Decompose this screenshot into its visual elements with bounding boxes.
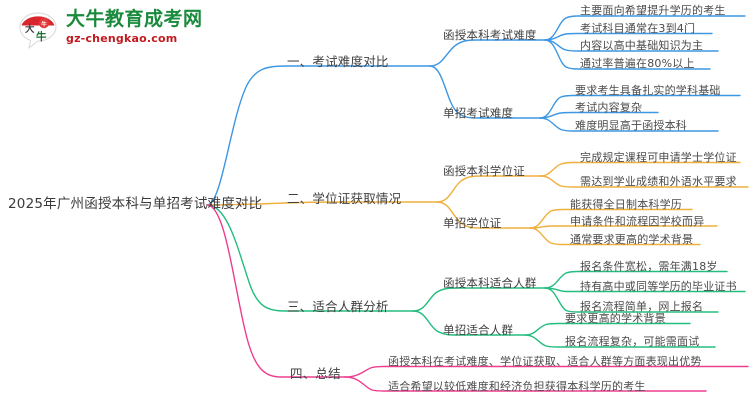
wire-root-to-branch3 (206, 204, 414, 312)
leaf-node[interactable]: 适合希望以较低难度和经济负担获得本科学历的考生 (388, 380, 646, 393)
leaf-node[interactable]: 报名流程简单，网上报名 (580, 300, 704, 313)
wire-root-to-branch1 (206, 65, 431, 206)
logo-mark-icon: 大 牛 牛 (19, 12, 57, 50)
wire-branch3-to-sub1 (412, 287, 546, 312)
branch-4-label[interactable]: 四、总结 (290, 366, 341, 381)
branch-3-sub-1-label[interactable]: 函授本科适合人群 (443, 276, 537, 290)
leaf-node[interactable]: 能获得全日制本科学历 (570, 198, 682, 211)
leaf-node[interactable]: 要求更高的学术背景 (565, 312, 666, 325)
branch-1-sub-2-label[interactable]: 单招考试难度 (443, 106, 514, 120)
branch-2-sub-2-label[interactable]: 单招学位证 (443, 216, 502, 230)
site-logo[interactable]: 大 牛 牛 大牛教育成考网 gz-chengkao.com (16, 8, 216, 52)
leaf-node[interactable]: 报名流程复杂，可能需面试 (565, 335, 700, 348)
svg-text:牛: 牛 (36, 30, 47, 43)
leaf-node[interactable]: 通过率普遍在80%以上 (580, 57, 695, 70)
leaf-node[interactable]: 要求考生具备扎实的学科基础 (575, 84, 721, 97)
branch-2-label[interactable]: 二、学位证获取情况 (287, 191, 402, 206)
leaf-node[interactable]: 报名条件宽松，需年满18岁 (580, 260, 718, 273)
leaf-node[interactable]: 考试科目通常在3到4门 (580, 22, 696, 35)
wire-root-to-branch4 (206, 204, 346, 378)
leaf-node[interactable]: 需达到学业成绩和外语水平要求 (580, 175, 737, 188)
wire-sub6-leaf1 (524, 322, 691, 336)
branch-1-label[interactable]: 一、考试难度对比 (287, 54, 389, 69)
root-topic[interactable]: 2025年广州函授本科与单招考试难度对比 (8, 196, 263, 212)
branch-3-label[interactable]: 三、适合人群分析 (287, 299, 389, 314)
leaf-node[interactable]: 持有高中或同等学历的毕业证书 (580, 280, 737, 293)
wire-branch2-to-sub1 (436, 175, 541, 203)
wire-branch4-leaf1 (344, 365, 749, 378)
leaf-node[interactable]: 通常要求更高的学术背景 (570, 233, 694, 246)
logo-title: 大牛教育成考网 (66, 8, 203, 30)
logo-text-block: 大牛教育成考网 gz-chengkao.com (66, 8, 216, 46)
svg-text:大: 大 (25, 23, 35, 35)
leaf-node[interactable]: 函授本科在考试难度、学位证获取、适合人群等方面表现出优势 (388, 355, 702, 368)
branch-3-sub-2-label[interactable]: 单招适合人群 (443, 323, 514, 337)
branch-2-sub-1-label[interactable]: 函授本科学位证 (443, 164, 525, 178)
wire-branch1-to-sub1 (429, 39, 546, 67)
svg-text:牛: 牛 (41, 20, 47, 28)
logo-subtitle: gz-chengkao.com (66, 32, 178, 45)
branch-1-sub-1-label[interactable]: 函授本科考试难度 (443, 28, 537, 42)
leaf-node[interactable]: 完成规定课程可申请学士学位证 (580, 151, 737, 164)
leaf-node[interactable]: 主要面向希望提升学历的考生 (580, 4, 726, 17)
leaf-node[interactable]: 考试内容复杂 (575, 101, 643, 114)
leaf-node[interactable]: 内容以高中基础知识为主 (580, 39, 704, 52)
leaf-node[interactable]: 申请条件和流程因学校而异 (570, 215, 705, 228)
leaf-node[interactable]: 难度明显高于函授本科 (575, 119, 687, 132)
wire-sub3-leaf1 (539, 161, 741, 177)
